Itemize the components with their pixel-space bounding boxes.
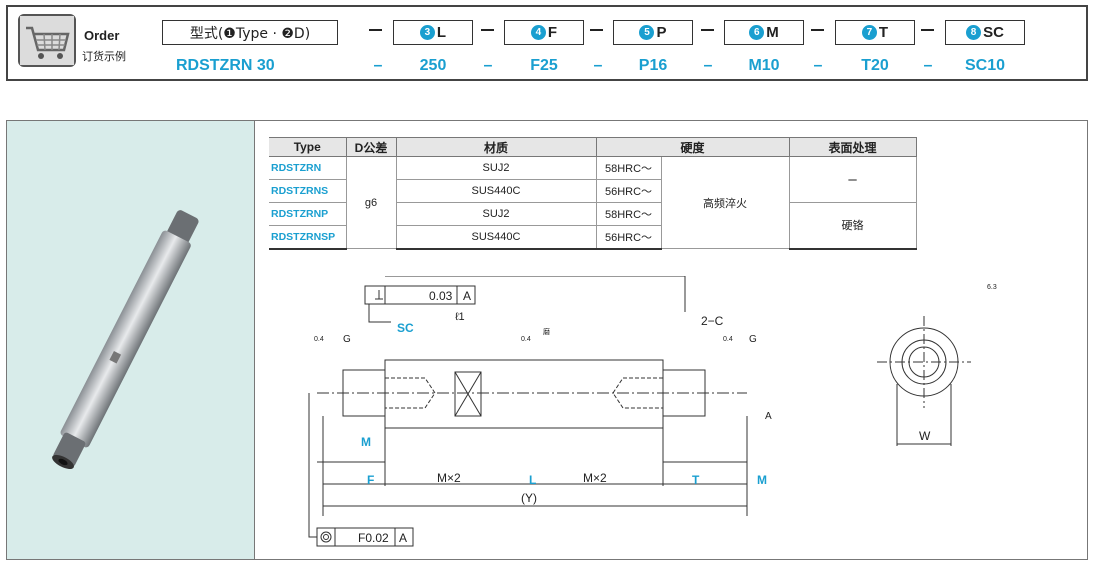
g-label: G [343,334,351,345]
sc-callout: SC [397,321,414,335]
order-title: Order [84,28,120,43]
shopping-cart-icon [18,14,76,67]
type-cell: RDSTZRNP [269,202,347,226]
value-dash: – [813,57,823,74]
perp-value: 0.03 [429,289,453,303]
m-callout: M [361,435,371,449]
surface-cell: – [788,156,917,203]
value-f: F25 [530,57,558,74]
separator-dash [481,29,494,31]
value-dash: – [923,57,933,74]
g-label: G [749,334,757,345]
hardness-cell: 58HRC～ [595,156,662,180]
material-cell: SUS440C [395,225,597,250]
rough-04: 0.4 [723,336,733,343]
chamfer-label: 2−C [701,314,724,328]
field-type-d-label: 型式(❶Type · ❷D) [189,25,311,42]
perp-datum: A [463,289,471,303]
perpendicularity-frame [364,285,476,305]
field-m-label: M [766,24,779,41]
product-spec-box: Type D公差 材质 硬度 表面处理 RDSTZRN g6 SUJ2 58HR… [6,120,1088,560]
header-surface: 表面处理 [788,137,917,157]
value-sc: SC10 [964,57,1006,74]
shaft-body [384,359,664,429]
field-t-label: T [878,24,889,41]
t-callout: T [692,473,700,487]
spec-table: Type D公差 材质 硬度 表面处理 RDSTZRN g6 SUJ2 58HR… [269,137,917,250]
hardness-cell: 56HRC～ [595,225,662,250]
f-callout: F [367,473,374,487]
material-cell: SUS440C [395,179,597,203]
separator-dash [811,29,824,31]
grind-label: 磨 [543,327,550,336]
technical-drawing: 0.03 A ℓ1 2−C G G 磨 M×2 M×2 (Y) F0.02 A … [308,276,997,547]
datum-a: A [765,411,772,422]
w-label: W [919,429,931,443]
table-row: RDSTZRNP SUJ2 58HRC～ 硬铬 [269,202,917,250]
product-photo [7,121,255,559]
field-sc-label: SC [983,24,1004,41]
l1-label: ℓ1 [455,311,465,323]
header-hardness: 硬度 [595,137,790,157]
field-f-label: F [547,24,558,41]
value-p: P16 [638,57,668,74]
header-material: 材质 [395,137,597,157]
separator-dash [921,29,934,31]
separator-dash [369,29,382,31]
separator-dash [701,29,714,31]
badge-sc: 8 [966,25,982,40]
y-label: (Y) [521,491,537,505]
table-header-row: Type D公差 材质 硬度 表面处理 [269,137,917,157]
treatment-cell: 高频淬火 [660,156,790,249]
header-d-tolerance: D公差 [345,137,397,157]
rough-04: 0.4 [521,336,531,343]
value-dash: – [373,57,383,74]
badge-t: 7 [861,25,877,40]
badge-p: 5 [639,25,655,40]
badge-l: 3 [419,25,435,40]
m2-label-right: M×2 [583,471,607,485]
table-row: RDSTZRNSP SUS440C 56HRC～ [269,225,916,250]
field-type-d: 型式(❶Type · ❷D) [162,20,338,45]
conc-datum: A [399,531,407,545]
value-dash: – [703,57,713,74]
tolerance-cell: g6 [345,156,397,249]
separator-dash [590,29,603,31]
field-p-label: P [656,24,667,41]
value-dash: – [593,57,603,74]
conc-value: F0.02 [358,531,389,545]
hardness-cell: 56HRC～ [595,179,662,203]
table-row: RDSTZRN g6 SUJ2 58HRC～ 高频淬火 – [269,156,917,249]
value-type-d: RDSTZRN 30 [176,57,275,74]
value-m: M10 [748,57,780,74]
table-row: RDSTZRNS SUS440C 56HRC～ [269,179,916,203]
badge-m: 6 [749,25,765,40]
badge-f: 4 [530,25,546,40]
order-subtitle: 订货示例 [82,50,126,63]
field-l-label: L [436,24,447,41]
m-callout: M [757,473,767,487]
type-cell: RDSTZRN [269,156,347,180]
value-dash: – [483,57,493,74]
type-cell: RDSTZRNSP [269,225,347,250]
rough-63: 6.3 [987,284,997,291]
m2-label-left: M×2 [437,471,461,485]
value-l: 250 [419,57,447,74]
material-cell: SUJ2 [395,202,597,226]
l-callout: L [529,473,536,487]
header-type: Type [269,137,347,157]
value-t: T20 [861,57,889,74]
material-cell: SUJ2 [395,156,597,180]
type-cell: RDSTZRNS [269,179,347,203]
surface-cell: 硬铬 [788,202,917,250]
hardness-cell: 58HRC～ [595,202,662,226]
rough-04: 0.4 [314,336,324,343]
